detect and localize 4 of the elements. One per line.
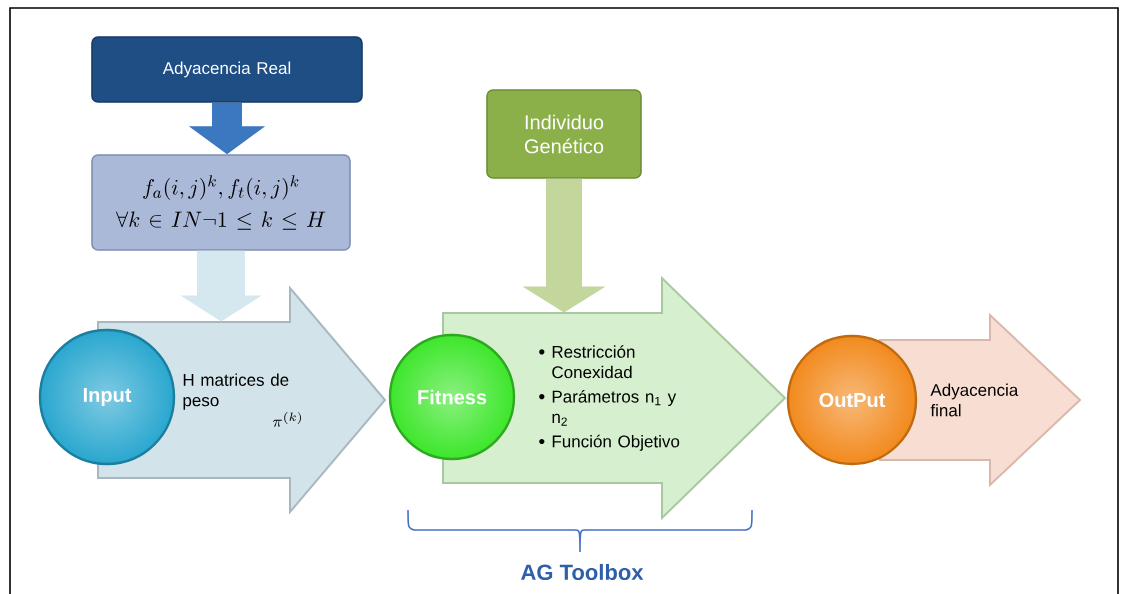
- title-box: Adyacencia Real: [91, 36, 363, 103]
- formula-box: $f_a(i,j)^k, f_t(i,j)^k$ $\forall k\in IN\neg 1\leq k\leq H$: [91, 154, 351, 251]
- group-label: AG Toolbox: [521, 563, 644, 581]
- process-box: Individuo Genético: [486, 89, 642, 179]
